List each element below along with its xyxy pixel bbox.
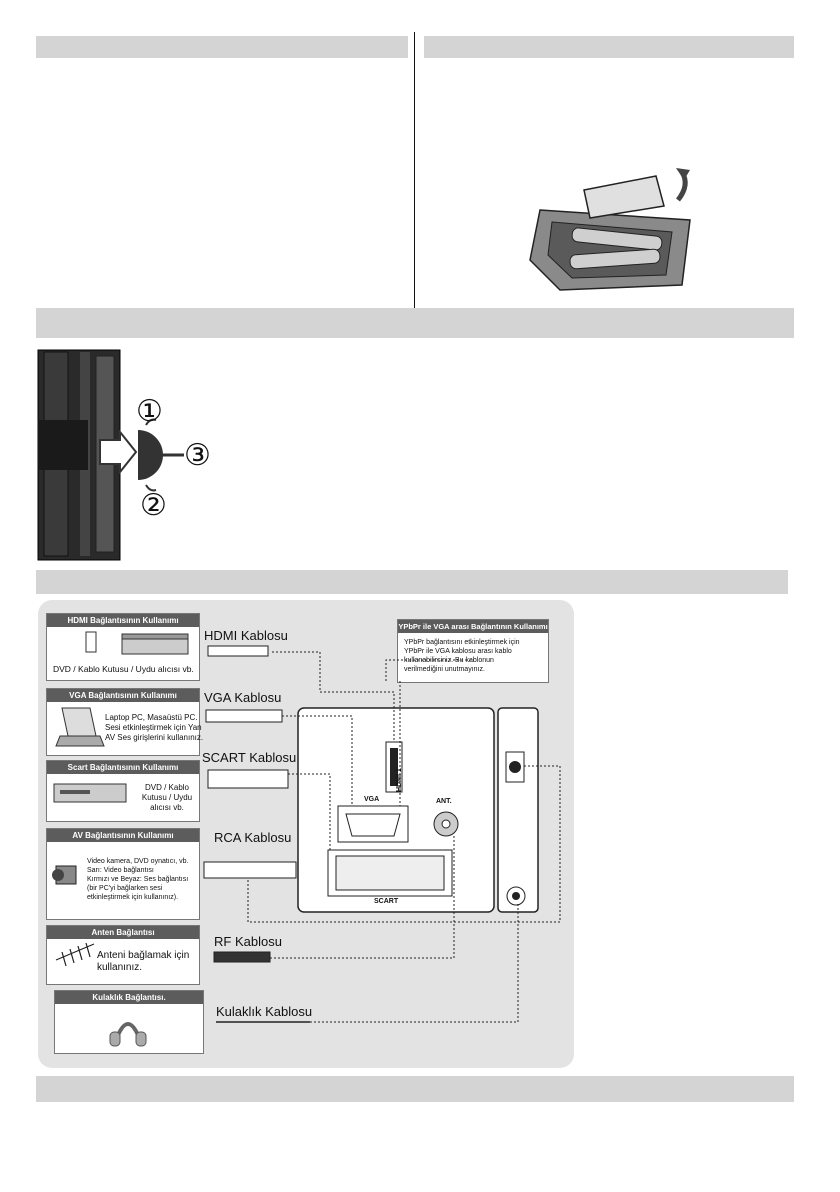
section-bar-bottom	[36, 1076, 794, 1102]
card-headphone: Kulaklık Bağlantısı.	[54, 990, 204, 1054]
section-bar-connections	[36, 570, 788, 594]
card-av-title: AV Bağlantısının Kullanımı	[47, 829, 199, 842]
port-label-scart: SCART	[374, 898, 399, 905]
card-scart: Scart Bağlantısının Kullanımı DVD / Kabl…	[46, 760, 200, 822]
card-ypbpr-line1: YPbPr bağlantısını etkinleştirmek için	[404, 639, 520, 646]
callout-1: ①	[136, 394, 163, 429]
card-av-line1: Video kamera, DVD oynatıcı, vb.	[87, 858, 189, 865]
header-bar-left	[36, 36, 408, 58]
card-av-line4: (bir PC'yi bağlarken sesi	[87, 885, 163, 892]
card-vga-line3: AV Ses girişlerini kullanınız.	[105, 733, 204, 742]
card-vga-title: VGA Bağlantısının Kullanımı	[47, 689, 199, 702]
card-vga-text: Laptop PC, Masaüstü PC. Sesi etkinleştir…	[105, 713, 204, 743]
card-scart-text: DVD / Kablo Kutusu / Uydu alıcısı vb.	[139, 783, 195, 813]
card-vga-line1: Laptop PC, Masaüstü PC.	[105, 713, 198, 722]
card-ypbpr-line4: verilmediğini unutmayınız.	[404, 666, 485, 673]
port-label-vga: VGA	[364, 796, 380, 803]
card-antenna-line2: kullanınız.	[97, 962, 143, 973]
callout-3: ③	[184, 438, 211, 473]
port-label-hdmi: HDMI 1	[396, 768, 403, 792]
card-av-line3: Kırmızı ve Beyaz: Ses bağlantısı	[87, 876, 189, 883]
column-divider	[414, 32, 415, 338]
card-scart-line1: DVD / Kablo	[144, 783, 190, 792]
card-av-text: Video kamera, DVD oynatıcı, vb. Sarı: Vi…	[87, 857, 197, 902]
header-bar-right	[424, 36, 794, 58]
callout-2: ②	[140, 488, 167, 523]
card-scart-line3: alıcısı vb.	[150, 803, 184, 812]
card-scart-line2: Kutusu / Uydu	[141, 793, 193, 802]
card-vga: VGA Bağlantısının Kullanımı Laptop PC, M…	[46, 688, 204, 756]
label-rca-cable: RCA Kablosu	[214, 830, 292, 845]
label-headphone-cable: Kulaklık Kablosu	[216, 1004, 313, 1019]
card-antenna: Anten Bağlantısı Anteni bağlamak için ku…	[46, 925, 200, 985]
card-antenna-text: Anteni bağlamak için kullanınız.	[97, 950, 189, 974]
card-hdmi: HDMI Bağlantısının Kullanımı DVD / Kablo…	[46, 613, 200, 681]
card-av-line5: etkinleştirmek için kullanınız).	[87, 894, 179, 901]
card-av: AV Bağlantısının Kullanımı Video kamera,…	[46, 828, 200, 920]
card-headphone-title: Kulaklık Bağlantısı.	[55, 991, 203, 1004]
card-antenna-line1: Anteni bağlamak için	[97, 950, 190, 961]
card-ypbpr-title: YPbPr ile VGA arası Bağlantının Kullanım…	[398, 620, 548, 633]
card-scart-title: Scart Bağlantısının Kullanımı	[47, 761, 199, 774]
card-vga-line2: Sesi etkinleştirmek için Yan	[105, 723, 202, 732]
card-antenna-title: Anten Bağlantısı	[47, 926, 199, 939]
label-rf-cable: RF Kablosu	[214, 934, 282, 949]
card-ypbpr-text: YPbPr bağlantısını etkinleştirmek için Y…	[404, 638, 544, 674]
section-bar-controls	[36, 308, 794, 338]
label-vga-cable: VGA Kablosu	[204, 690, 282, 705]
card-av-line2: Sarı: Video bağlantısı	[87, 867, 154, 874]
label-hdmi-cable: HDMI Kablosu	[204, 628, 288, 643]
label-scart-cable: SCART Kablosu	[202, 750, 297, 765]
port-label-ant: ANT.	[436, 798, 452, 805]
card-hdmi-title: HDMI Bağlantısının Kullanımı	[47, 614, 199, 627]
card-ypbpr: YPbPr ile VGA arası Bağlantının Kullanım…	[397, 619, 549, 683]
card-ypbpr-line3: kullanabilirsiniz. Bu kablonun	[404, 657, 494, 664]
card-hdmi-text: DVD / Kablo Kutusu / Uydu alıcısı vb.	[53, 664, 194, 674]
card-ypbpr-line2: YPbPr ile VGA kablosu arası kablo	[404, 648, 512, 655]
